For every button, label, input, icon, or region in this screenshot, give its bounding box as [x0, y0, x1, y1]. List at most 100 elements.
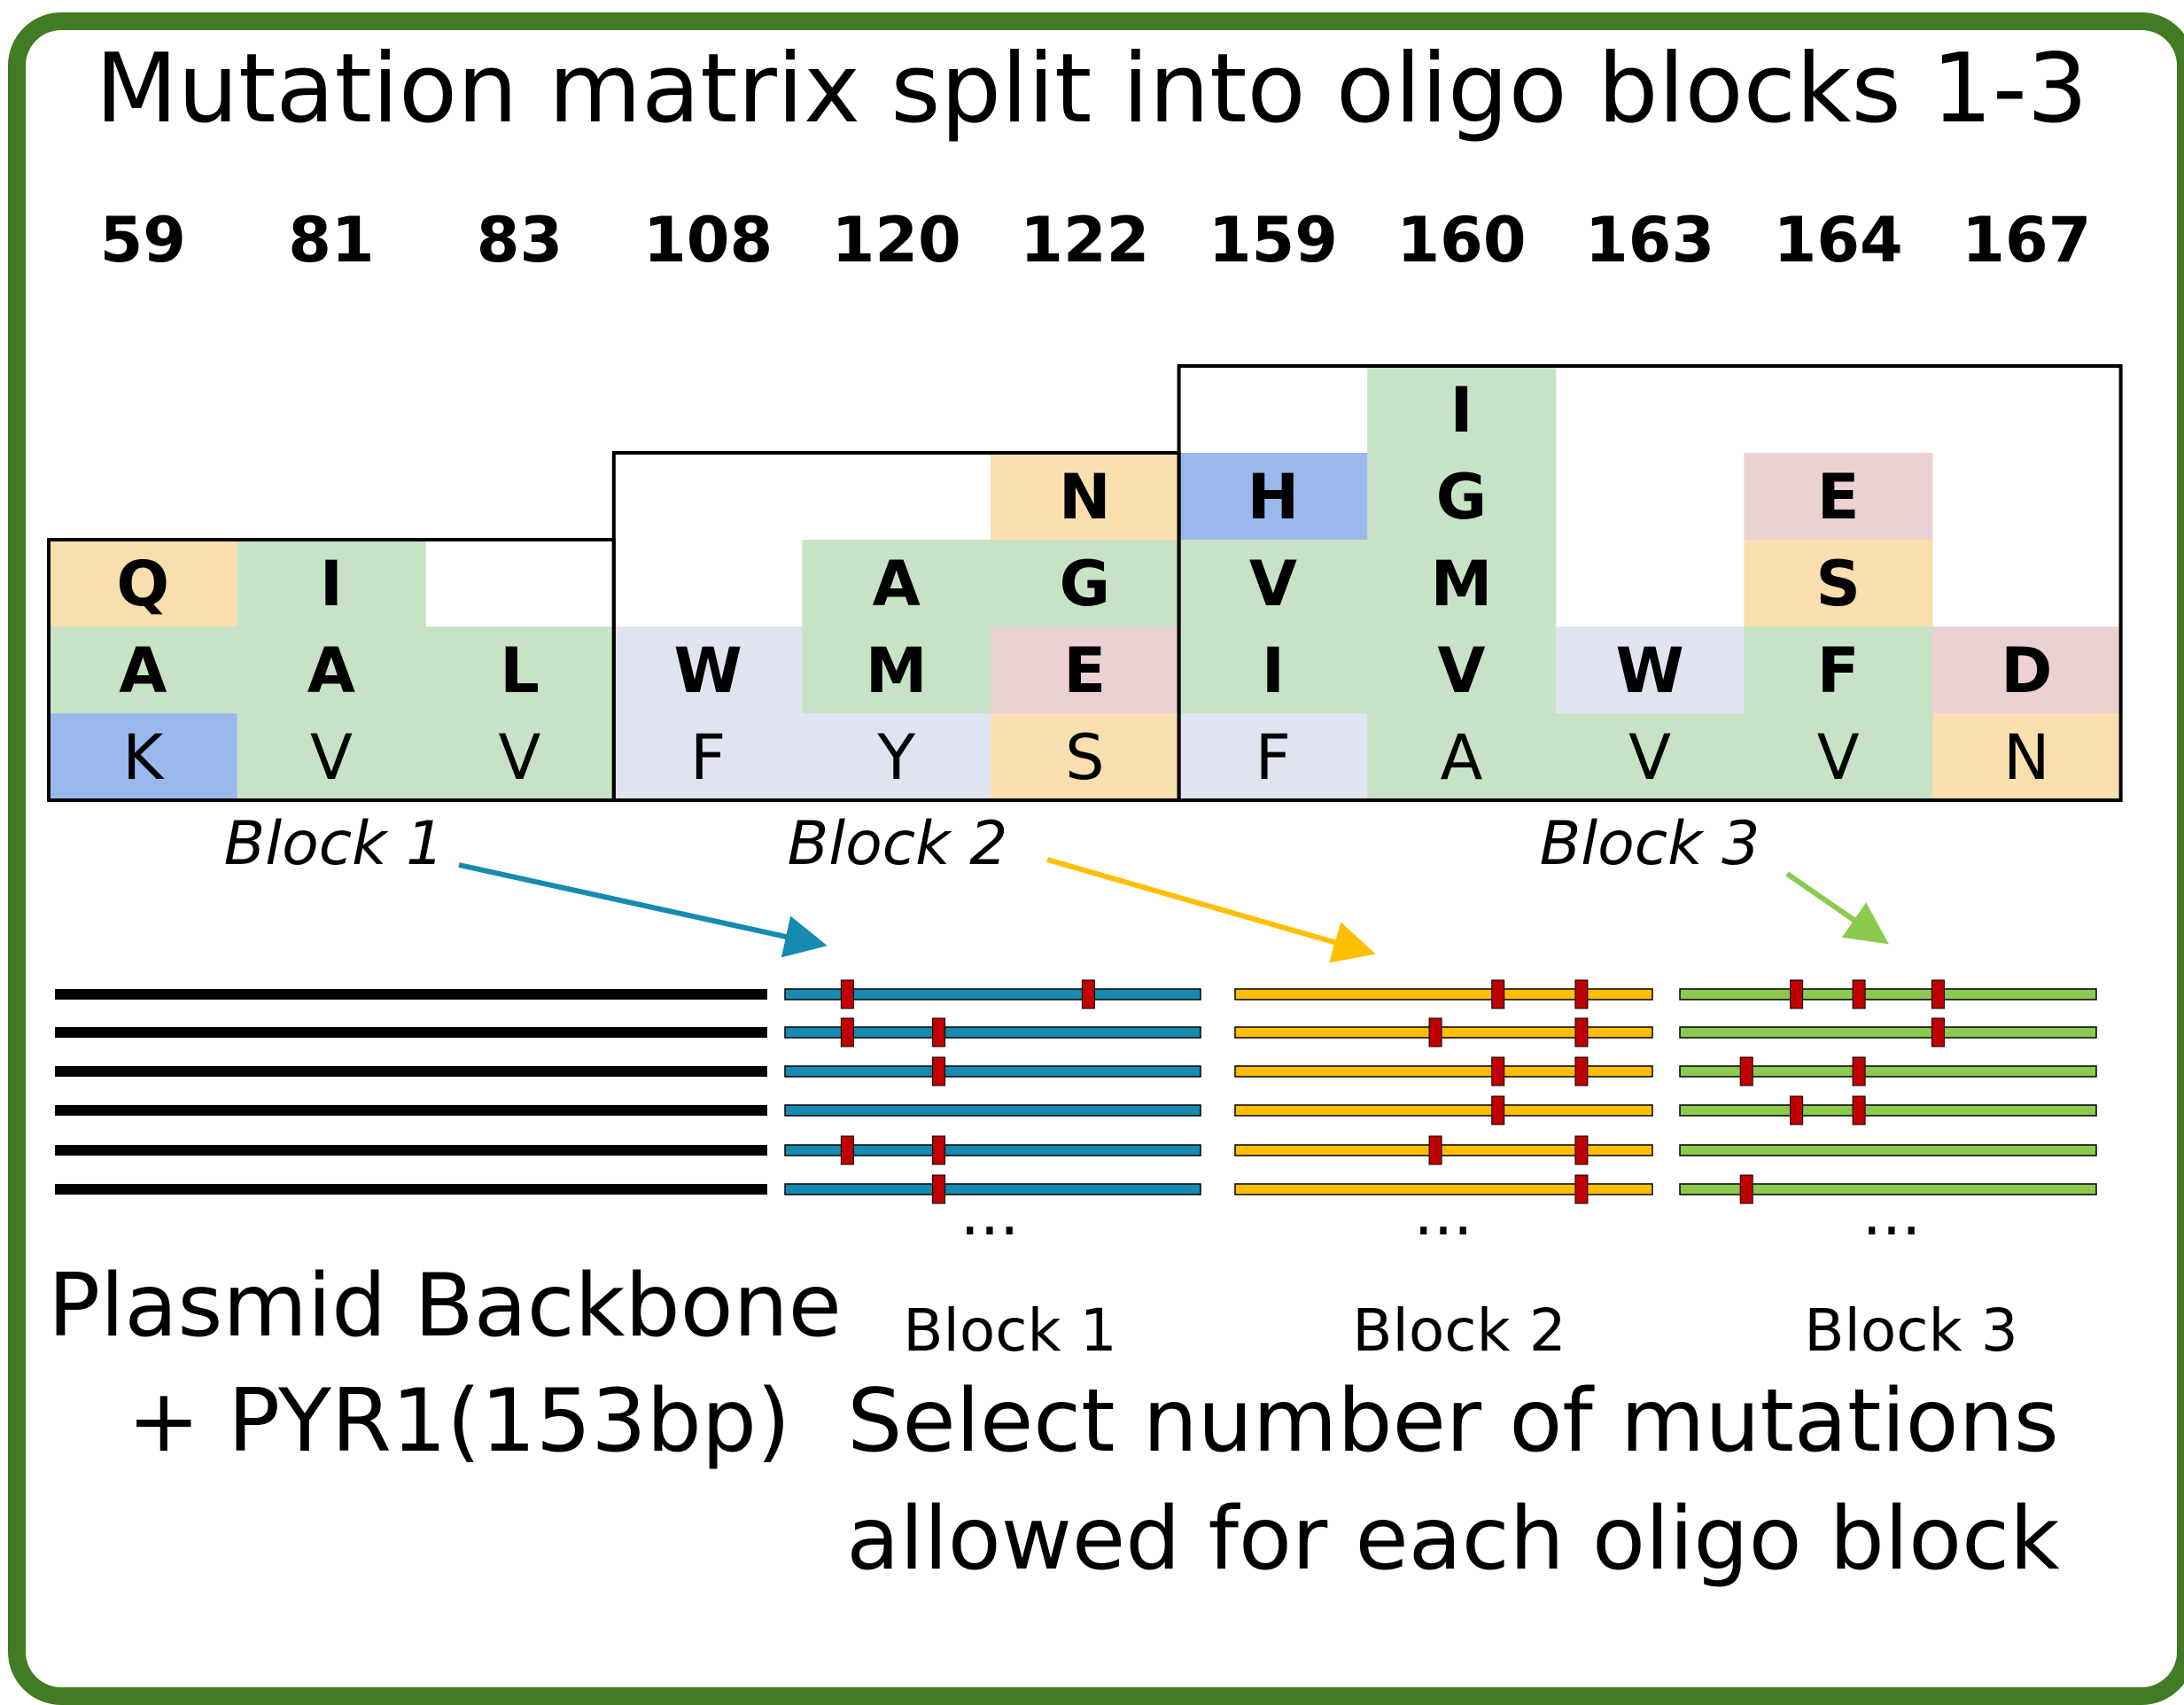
wildtype-residue-59: K — [122, 721, 165, 794]
oligo-line-block-1 — [784, 1065, 1201, 1078]
mutant-cell-81-I — [237, 540, 426, 627]
mutation-mark — [1081, 979, 1095, 1009]
oligo-line-block-3 — [1679, 988, 2097, 1000]
mutant-residue-160-G: G — [1436, 461, 1487, 533]
wildtype-cell-159 — [1178, 713, 1368, 800]
mutant-cell-122-E — [991, 627, 1180, 713]
wildtype-residue-83: V — [499, 721, 541, 794]
mutant-residue-163-W: W — [1615, 635, 1683, 707]
block-outlines — [47, 364, 2123, 802]
oligo-line-block-1 — [784, 1183, 1201, 1195]
mutation-mark — [1574, 1017, 1589, 1047]
mutant-residue-160-I: I — [1450, 374, 1473, 447]
mutation-mark — [1574, 1135, 1589, 1165]
oligo-line-block-2 — [1234, 1065, 1653, 1078]
mutation-mark — [1428, 1017, 1442, 1047]
wildtype-cell-164 — [1744, 713, 1933, 800]
oligo-block-1-label: Block 1 — [903, 1296, 1116, 1365]
mutant-cell-164-S — [1744, 540, 1933, 627]
footer-line1: Select number of mutations — [847, 1371, 2059, 1472]
oligo-line-block-2 — [1234, 1183, 1653, 1195]
mutant-residue-159-H: H — [1247, 461, 1300, 533]
wildtype-cell-163 — [1555, 713, 1745, 800]
mutant-cell-159-V — [1178, 540, 1368, 627]
matrix-block-3-label: Block 3 — [1540, 809, 1760, 879]
oligo-line-block-2 — [1234, 988, 1653, 1000]
mutant-cell-167-D — [1932, 627, 2122, 713]
oligo-line-block-3 — [1679, 1183, 2097, 1195]
mutant-cell-122-G — [991, 540, 1180, 627]
block-3-ellipsis: ... — [1862, 1177, 1922, 1250]
position-label-83: 83 — [477, 204, 563, 276]
mutant-residue-160-M: M — [1431, 548, 1493, 620]
mutation-mark — [840, 1135, 854, 1165]
wildtype-residue-120: Y — [876, 721, 915, 794]
mutation-mark — [1739, 1056, 1753, 1086]
mutation-mark — [1491, 979, 1505, 1009]
mutation-mark — [1852, 1095, 1866, 1125]
mutant-cell-160-I — [1367, 366, 1557, 453]
wildtype-residue-81: V — [310, 721, 353, 794]
mutation-mark — [932, 1174, 946, 1204]
wildtype-cell-83 — [425, 713, 615, 800]
wildtype-residue-160: A — [1441, 721, 1483, 794]
wildtype-cell-59 — [49, 713, 238, 800]
block-2-arrow — [1046, 857, 1376, 963]
wildtype-residue-122: S — [1065, 721, 1104, 794]
block-2-ellipsis: ... — [1414, 1177, 1473, 1250]
mutation-mark — [840, 979, 854, 1009]
block-1-arrow — [458, 862, 828, 958]
block-3-arrow — [1785, 871, 1889, 945]
backbone-label-line1: Plasmid Backbone — [48, 1256, 842, 1357]
position-label-108: 108 — [643, 204, 773, 276]
mutant-residue-59-A: A — [119, 635, 167, 707]
mutant-cell-81-A — [237, 627, 426, 713]
oligo-lines — [784, 979, 2097, 1204]
wildtype-residue-164: V — [1817, 721, 1860, 794]
mutation-mark — [1931, 1017, 1945, 1047]
block-3-outline — [1177, 364, 2123, 802]
wildtype-cell-122 — [991, 713, 1180, 800]
mutation-mark — [932, 1135, 946, 1165]
mutant-residue-81-A: A — [307, 635, 355, 707]
mutation-mark — [1852, 979, 1866, 1009]
mutant-residue-122-N: N — [1059, 461, 1111, 533]
mutant-residue-59-Q: Q — [117, 548, 170, 620]
mutation-mark — [932, 1056, 946, 1086]
mutant-residue-160-V: V — [1437, 635, 1485, 707]
wildtype-cell-120 — [802, 713, 991, 800]
mutant-residue-120-M: M — [866, 635, 928, 707]
backbone-label-line2: + PYR1(153bp) — [128, 1371, 790, 1472]
mutant-cell-120-A — [802, 540, 991, 627]
position-label-159: 159 — [1209, 204, 1338, 276]
mutant-cell-164-E — [1744, 453, 1933, 540]
mutant-residue-122-E: E — [1063, 635, 1106, 707]
mutant-cell-59-Q — [49, 540, 238, 627]
wildtype-cell-81 — [237, 713, 426, 800]
position-label-81: 81 — [288, 204, 374, 276]
wildtype-cell-108 — [613, 713, 803, 800]
footer-line2: allowed for each oligo block — [846, 1489, 2060, 1590]
position-label-163: 163 — [1585, 204, 1714, 276]
mutant-residue-159-I: I — [1262, 635, 1285, 707]
mutation-mark — [1852, 1056, 1866, 1086]
position-label-120: 120 — [832, 204, 961, 276]
position-label-59: 59 — [100, 204, 186, 276]
mutant-residue-83-L: L — [500, 635, 540, 707]
oligo-line-block-1 — [784, 1104, 1201, 1117]
position-label-167: 167 — [1962, 204, 2091, 276]
mutation-mark — [1574, 979, 1589, 1009]
oligo-block-2-label: Block 2 — [1352, 1296, 1566, 1365]
position-label-164: 164 — [1774, 204, 1903, 276]
oligo-line-block-3 — [1679, 1026, 2097, 1039]
mutation-mark — [1428, 1135, 1442, 1165]
mutant-cell-159-H — [1178, 453, 1368, 540]
oligo-line-block-1 — [784, 988, 1201, 1000]
oligo-line-block-2 — [1234, 1026, 1653, 1039]
mutation-mark — [840, 1017, 854, 1047]
wildtype-residue-108: F — [690, 721, 726, 794]
mutant-residue-81-I: I — [320, 548, 343, 620]
